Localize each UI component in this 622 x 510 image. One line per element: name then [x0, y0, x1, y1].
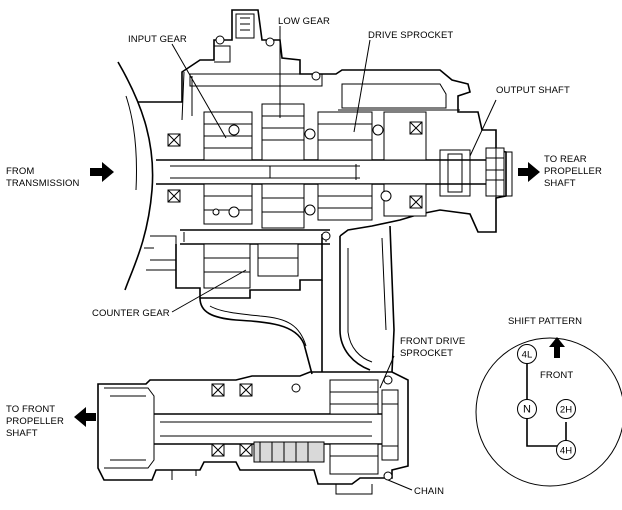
position-2h-label: 2H [560, 405, 572, 416]
arrow-from-transmission [90, 162, 114, 182]
label-to-rear-2: PROPELLER [544, 166, 602, 177]
position-4l-label: 4L [522, 350, 533, 361]
arrow-to-front [74, 407, 96, 427]
label-input-gear: INPUT GEAR [128, 34, 187, 45]
position-4h-label: 4H [560, 446, 572, 457]
transfer-case-housing [138, 9, 513, 375]
label-front-drive-sprocket-2: SPROCKET [400, 348, 453, 359]
position-4h-marker [556, 440, 576, 460]
label-counter-gear: COUNTER GEAR [92, 308, 170, 319]
position-n-label: N [523, 404, 531, 416]
front-label: FRONT [540, 370, 573, 381]
label-to-rear-3: SHAFT [544, 178, 576, 189]
front-arrow-icon [554, 346, 560, 358]
component-labels: INPUT GEAR LOW GEAR DRIVE SPROCKET OUTPU… [6, 16, 602, 497]
label-to-front-1: TO FRONT [6, 404, 55, 415]
label-from-transmission-2: TRANSMISSION [6, 178, 80, 189]
position-4l-marker [517, 344, 537, 364]
label-to-rear-1: TO REAR [544, 154, 587, 165]
shift-pattern: SHIFT PATTERN FRONT 4L N 2H 4H [475, 316, 622, 487]
front-output-case [97, 371, 409, 495]
shift-pattern-title: SHIFT PATTERN [508, 316, 582, 327]
position-n-marker [517, 399, 537, 419]
bearing-markers [167, 121, 423, 209]
shift-pattern-dial [475, 337, 622, 487]
label-to-front-3: SHAFT [6, 428, 38, 439]
arrow-to-rear [518, 162, 540, 182]
transmission-housing-outline [117, 61, 154, 291]
leader-lines [171, 26, 497, 491]
front-arrow-head-icon [549, 337, 565, 347]
flow-arrows [74, 162, 540, 427]
label-low-gear: LOW GEAR [278, 16, 330, 27]
label-to-front-2: PROPELLER [6, 416, 64, 427]
label-drive-sprocket: DRIVE SPROCKET [368, 30, 453, 41]
label-output-shaft: OUTPUT SHAFT [496, 85, 570, 96]
position-2h-marker [556, 399, 576, 419]
label-front-drive-sprocket-1: FRONT DRIVE [400, 336, 465, 347]
shift-gate-path [526, 354, 567, 447]
label-from-transmission-1: FROM [6, 166, 34, 177]
label-chain: CHAIN [414, 486, 444, 497]
